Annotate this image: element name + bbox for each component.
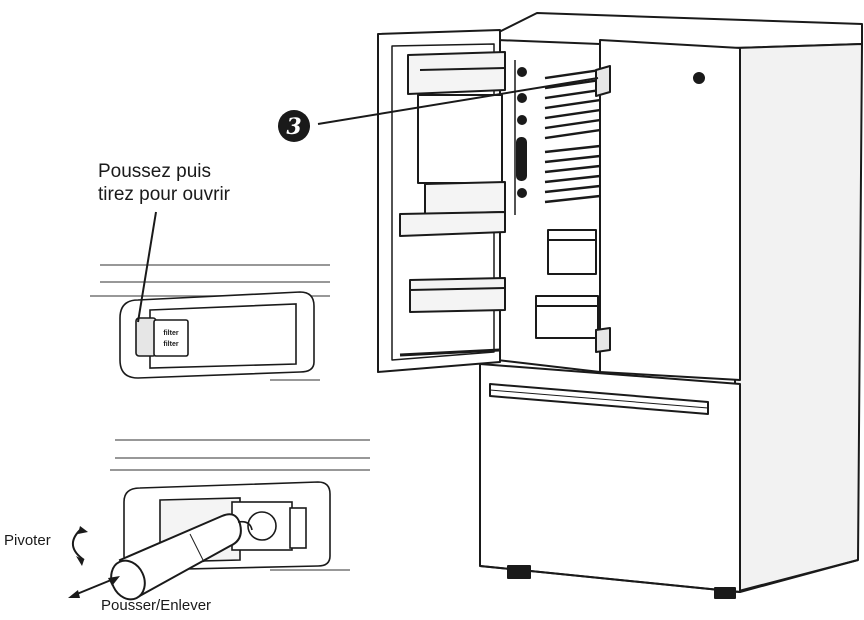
filter-cover-label-2: filter xyxy=(163,341,178,348)
interior-bin-2 xyxy=(535,295,599,339)
fridge-right-door xyxy=(599,39,741,381)
pivot-label: Pivoter xyxy=(4,532,51,549)
push-remove-arrow xyxy=(71,577,117,597)
filter-cover-push-button xyxy=(135,317,157,357)
left-door-inner-panel xyxy=(391,43,495,361)
interior-bin-1 xyxy=(547,229,597,275)
door-bin-2 xyxy=(424,181,506,215)
interior-shelves xyxy=(544,68,601,204)
push-remove-label: Pousser/Enlever xyxy=(101,597,212,614)
push-then-pull-line2: tirez pour ouvrir xyxy=(98,184,230,205)
refrigerator xyxy=(377,12,863,599)
callout-leader-line xyxy=(317,77,599,125)
door-bin-3 xyxy=(399,211,506,237)
filter-housing-tab-bottom xyxy=(595,327,611,353)
callout-3: 3 xyxy=(278,77,599,142)
filter-cover-label: filter xyxy=(163,330,178,337)
foot-left xyxy=(507,565,531,579)
filter-cartridge xyxy=(110,513,253,601)
door-bin-1 xyxy=(407,51,506,95)
callout-number: 3 xyxy=(286,114,301,140)
filter-cover-inset: filter filter xyxy=(90,211,330,381)
fridge-right-side xyxy=(734,43,863,593)
push-pull-pointer-line xyxy=(137,211,157,323)
push-then-pull-line1: Poussez puis xyxy=(98,161,212,182)
filter-housing-tab-top xyxy=(595,65,611,97)
ice-maker-block xyxy=(417,94,503,184)
door-bin-4 xyxy=(409,277,506,313)
door-knob xyxy=(693,72,705,84)
foot-right xyxy=(714,587,736,599)
filter-removal-inset xyxy=(68,439,370,601)
pivot-arrow xyxy=(72,529,85,561)
push-then-pull-label: Poussez puis tirez pour ouvrir xyxy=(98,160,230,206)
callout-circle xyxy=(278,110,310,142)
